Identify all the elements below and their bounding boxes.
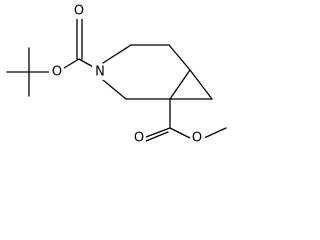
ester-oxygen-label: O [192,131,202,146]
nitrogen-label: N [95,65,105,80]
label-backdrop [72,3,87,19]
bond-ester-carbonyl-double-b [145,131,169,142]
label-backdrop [190,131,205,145]
boc-ester-oxygen-label: O [52,65,62,80]
structure-drawing: O O N O O [6,3,227,145]
label-backdrop [49,64,64,80]
bond-ester-carbonyl-to-oxygen [169,127,191,139]
bonds [6,16,227,142]
bond-c6-to-c1 [169,69,191,100]
boc-carbonyl-oxygen-label: O [74,4,84,19]
bond-oxygen-to-methyl [203,127,227,139]
label-backdrop [131,132,146,145]
bond-ester-carbonyl-double-a [145,127,171,138]
ester-carbonyl-oxygen-label: O [134,131,144,146]
bond-oxygen-to-boc-carbonyl [63,58,80,69]
bond-c2-to-nitrogen [102,79,127,100]
bond-c6-to-c7 [189,69,213,100]
label-backdrop [92,64,108,80]
atom-labels: O O N O O [49,3,205,145]
bond-nitrogen-to-c4 [102,44,132,64]
bond-c5-to-c6 [168,44,191,71]
